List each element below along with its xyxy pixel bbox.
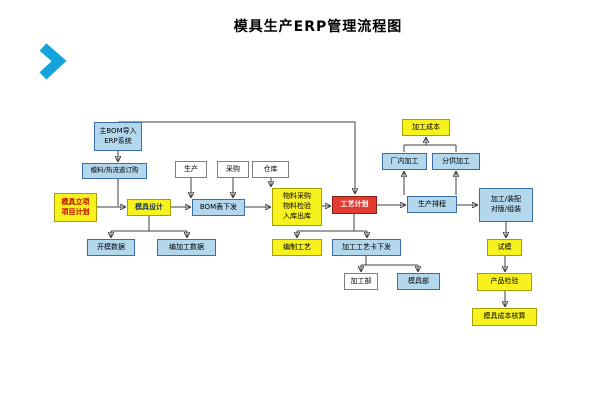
node-process-plan: 工艺计划 — [332, 196, 377, 214]
node-cost-final: 模具成本核算 — [472, 308, 537, 326]
node-card-issue: 加工工艺卡下发 — [332, 239, 401, 256]
node-machining-cost: 加工成本 — [402, 119, 450, 136]
node-scheduling: 生产排程 — [407, 196, 457, 213]
node-project-plan: 模具立项 项目计划 — [54, 193, 97, 222]
node-material-order: 模料/热流道订购 — [82, 163, 147, 179]
node-outsource: 分供加工 — [432, 153, 480, 170]
node-purchase: 采购 — [217, 161, 249, 178]
chevron-icon — [39, 43, 67, 80]
node-inspection: 产品检验 — [477, 273, 532, 291]
node-trial-mold: 试模 — [487, 239, 522, 256]
node-material: 物料采购 物料检验 入库出库 — [272, 188, 322, 226]
node-mold-data: 开模数据 — [87, 239, 135, 256]
node-warehouse: 仓库 — [252, 161, 289, 178]
node-production: 生产 — [175, 161, 207, 178]
node-mold-design: 模具设计 — [127, 199, 171, 216]
node-machining-dept: 加工部 — [344, 273, 378, 290]
node-machining-data: 编加工数据 — [157, 239, 216, 256]
node-inhouse: 厂内加工 — [382, 153, 427, 170]
node-bom-issue: BOM表下发 — [192, 199, 245, 216]
node-assembly: 加工/装配 对版/组装 — [479, 188, 533, 222]
node-mold-dept: 模具部 — [397, 273, 440, 290]
node-bom-import: 主BOM导入 ERP系统 — [94, 122, 142, 151]
page-title: 模具生产ERP管理流程图 — [233, 19, 403, 35]
node-process-make: 编制工艺 — [272, 239, 322, 256]
